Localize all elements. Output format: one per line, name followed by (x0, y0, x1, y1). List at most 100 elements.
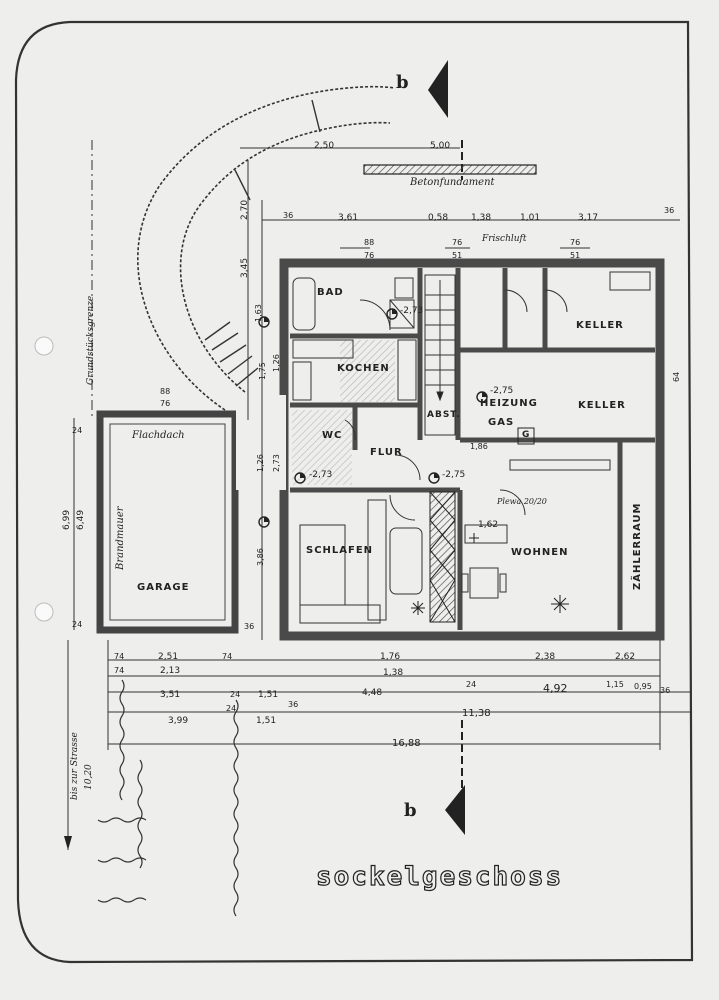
living-furniture (461, 459, 611, 599)
level-markers (258, 308, 488, 528)
dim-b4-11-38: 11,38 (462, 708, 491, 719)
room-keller-mid: KELLER (578, 400, 626, 411)
level-flur-right: -2,75 (442, 470, 466, 480)
room-zaehlerraum: ZÄHLERRAUM (632, 502, 643, 590)
dim-top-36-right: 36 (664, 206, 675, 215)
punch-hole-top (34, 336, 54, 356)
note-bis-zur-strasse-value: 10,20 (84, 764, 94, 790)
terrace-inner-curve (179, 121, 391, 393)
dim-b2-1-38: 1,38 (383, 668, 404, 678)
plant-icons (411, 533, 569, 615)
level-bad: -2,73 (400, 306, 424, 316)
dim-l-24-a: 24 (72, 426, 83, 435)
dim-misc-74-b: 74 (114, 666, 125, 675)
level-heiz-small: 1,86 (470, 442, 488, 451)
dim-misc-24: 24 (226, 704, 237, 713)
room-kochen: KOCHEN (337, 363, 390, 374)
gas-meter-box (517, 427, 535, 445)
dim-top-76-b: 76 (452, 238, 463, 247)
dim-l-3-86: 3,86 (256, 548, 265, 566)
dim-b3-4-48: 4,48 (362, 688, 383, 698)
bottom-dimension-lines (107, 640, 690, 750)
room-gas: GAS (488, 417, 515, 428)
dim-top-2-50: 2,50 (314, 141, 335, 151)
section-marker-bottom: b (404, 800, 417, 821)
left-dimension-lines (73, 160, 263, 640)
dim-top-1-38: 1,38 (471, 213, 492, 223)
dim-l-3-45: 3,45 (240, 257, 250, 278)
dim-b3-0-95: 0,95 (634, 682, 652, 691)
dim-b3-24-b: 24 (466, 680, 477, 689)
dim-b1-2-51: 2,51 (158, 652, 179, 662)
dim-b3-4-92: 4,92 (543, 682, 568, 695)
dim-top-3-17: 3,17 (578, 213, 599, 223)
dim-b1-1-76: 1,76 (380, 652, 401, 662)
dim-top-0-58: 0,58 (428, 213, 449, 223)
dim-b3-36: 36 (660, 686, 671, 695)
dim-l-88: 88 (160, 387, 171, 396)
dim-l-1-63: 1,63 (254, 304, 263, 322)
level-wohnen: 1,62 (478, 520, 499, 530)
dim-r-64: 64 (672, 371, 681, 382)
level-heizung: -2,75 (490, 386, 514, 396)
section-arrow-top (428, 60, 448, 118)
gas-meter-label: G (522, 430, 530, 440)
dim-b3-24-a: 24 (230, 690, 241, 699)
dim-b4-1-51: 1,51 (256, 716, 277, 726)
drawing-title: sockelgeschoss (315, 861, 564, 892)
dim-top-5-00: 5,00 (430, 141, 451, 151)
dim-b4-3-99: 3,99 (168, 716, 189, 726)
dim-l-1-75: 1,75 (258, 362, 267, 380)
note-plewa: Plewa 20/20 (497, 497, 547, 506)
room-garage: GARAGE (137, 582, 190, 593)
room-schlafen: SCHLAFEN (306, 545, 374, 556)
note-flachdach: Flachdach (132, 430, 185, 441)
section-arrow-bottom (445, 785, 465, 835)
punch-hole-bottom (34, 602, 54, 622)
dim-b2-2-13: 2,13 (160, 666, 181, 676)
garage-inner-line (109, 423, 226, 621)
dim-misc-74-a: 74 (114, 652, 125, 661)
dim-top-1-01: 1,01 (520, 213, 541, 223)
room-wohnen: WOHNEN (511, 547, 569, 558)
room-abst: ABST. (427, 410, 461, 420)
dim-l-2-70: 2,70 (240, 199, 250, 220)
dim-top-76-a: 76 (364, 251, 375, 260)
bath-fixtures (292, 277, 415, 331)
dim-b1-74: 74 (222, 652, 233, 661)
staircase (424, 274, 456, 436)
note-brandmauer: Brandmauer (115, 506, 126, 570)
door-swings (344, 289, 568, 521)
dim-top-51-b: 51 (570, 251, 581, 260)
dim-b5-16-88: 16,88 (392, 738, 421, 749)
dim-b1-2-38: 2,38 (535, 652, 556, 662)
hedge-lines (97, 679, 239, 917)
note-frischluft: Frischluft (482, 234, 527, 244)
dim-l-6-49: 6,49 (76, 509, 86, 530)
room-bad: BAD (317, 287, 344, 298)
dim-top-36-left: 36 (283, 211, 294, 220)
room-wc: WC (322, 430, 343, 441)
garage-outer-wall (96, 410, 239, 634)
top-dimension-lines (240, 147, 680, 249)
dim-misc-36-a: 36 (288, 700, 299, 709)
dim-top-51-a: 51 (452, 251, 463, 260)
dim-top-76-c: 76 (570, 238, 581, 247)
dim-top-88: 88 (364, 238, 375, 247)
dim-l-6-99: 6,99 (62, 509, 72, 530)
dim-b3-3-51: 3,51 (160, 690, 181, 700)
section-marker-top: b (396, 72, 409, 93)
dim-b1-2-62: 2,62 (615, 652, 636, 662)
betonfundament-strip (363, 164, 537, 175)
note-grundstuecksgrenze: Grundstücksgrenze (86, 295, 96, 385)
dim-top-3-61: 3,61 (338, 213, 359, 223)
terrace-outer-curve (137, 85, 396, 411)
dim-l-24-b: 24 (72, 620, 83, 629)
dim-misc-36-b: 36 (244, 622, 255, 631)
interior-walls (290, 268, 655, 630)
chimney-shaft (429, 491, 456, 623)
level-flur-left: -2,73 (309, 470, 333, 480)
dim-l-1-26-a: 1,26 (272, 354, 281, 372)
dim-l-1-26-b: 1,26 (256, 454, 265, 472)
